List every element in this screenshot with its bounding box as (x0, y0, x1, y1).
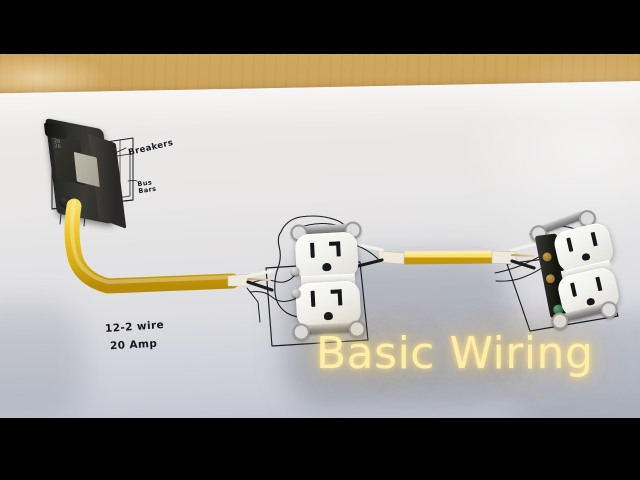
strap-ear-right-bottom-right (599, 300, 619, 320)
hot-slot-lower-right (595, 276, 603, 292)
hot-slot-upper-t (329, 241, 341, 246)
hot-slot-upper-right (590, 231, 598, 247)
ground-slot-upper-right (581, 252, 591, 262)
neutral-slot-upper-right (566, 237, 574, 252)
neutral-slot-lower-right (570, 282, 578, 297)
label-amperage: 20 Amp (109, 337, 158, 353)
neutral-slot-upper (310, 242, 315, 258)
hot-slot-lower-t (330, 289, 342, 294)
receptacle-middle (286, 221, 370, 341)
neutral-slot-lower (310, 290, 316, 307)
letterbox-top (0, 0, 640, 54)
ground-slot-lower-right (585, 297, 596, 306)
title-overlay: Basic Wiring (316, 328, 594, 379)
letterbox-bottom (0, 418, 640, 480)
receptacle-right (519, 209, 626, 331)
wood-highlight (0, 54, 110, 94)
ground-slot-upper (322, 262, 332, 272)
ground-slot-lower (323, 311, 334, 321)
cable-layer (64, 198, 538, 294)
